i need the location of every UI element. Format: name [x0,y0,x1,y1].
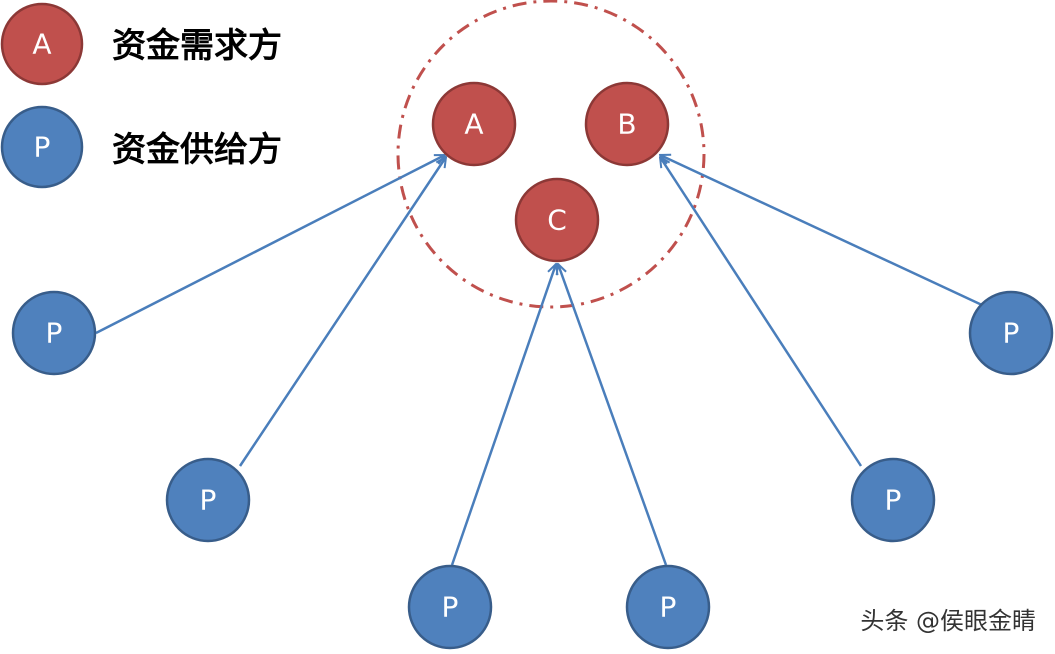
demand-node-a: A [431,81,517,167]
demand-group-boundary [396,0,706,309]
supply-node-p2-circle [165,457,251,543]
supply-node-p3-label: P [442,591,459,624]
arrow-p2-to-a [238,157,446,467]
watermark: 头条 @侯眼金睛 [860,607,1036,635]
demand-node-c-circle [514,177,600,263]
supply-node-p6-label: P [1003,317,1020,350]
supply-node-p4-circle [625,564,711,650]
demand-node-c-label: C [547,204,567,237]
demand-nodes: A B C [431,81,670,263]
legend-supply-symbol: P [34,131,51,164]
legend: A 资金需求方 P 资金供给方 [0,2,282,189]
arrows [95,153,983,566]
arrow-p4-to-c [558,264,668,566]
legend-supply-label: 资金供给方 [112,130,282,170]
supply-node-p3-circle [407,564,493,650]
legend-demand-circle [0,2,84,86]
demand-node-b-label: B [617,108,636,141]
supply-node-p2-label: P [200,484,217,517]
supply-node-p1: P [11,290,97,376]
supply-node-p1-label: P [46,317,63,350]
legend-supply-circle [0,105,84,189]
supply-node-p2: P [165,457,251,543]
supply-nodes: P P P P P P [11,290,1054,650]
demand-node-b: B [584,81,670,167]
demand-node-a-circle [431,81,517,167]
demand-node-c: C [514,177,600,263]
supply-node-p5-circle [850,457,936,543]
supply-node-p4: P [625,564,711,650]
demand-node-b-circle [584,81,670,167]
arrow-p5-to-b [660,157,863,467]
supply-node-p3: P [407,564,493,650]
supply-node-p4-label: P [660,591,677,624]
supply-node-p1-circle [11,290,97,376]
supply-node-p6-circle [968,290,1054,376]
legend-demand-label: 资金需求方 [112,26,282,66]
legend-demand-item: A 资金需求方 [0,2,282,86]
arrow-p6-to-b [660,155,983,307]
arrow-p3-to-c [450,264,556,566]
supply-node-p5: P [850,457,936,543]
supply-node-p6: P [968,290,1054,376]
demand-node-a-label: A [464,108,483,141]
arrow-p1-to-a [95,153,445,335]
legend-demand-symbol: A [32,28,51,61]
supply-node-p5-label: P [885,484,902,517]
legend-supply-item: P 资金供给方 [0,105,282,189]
